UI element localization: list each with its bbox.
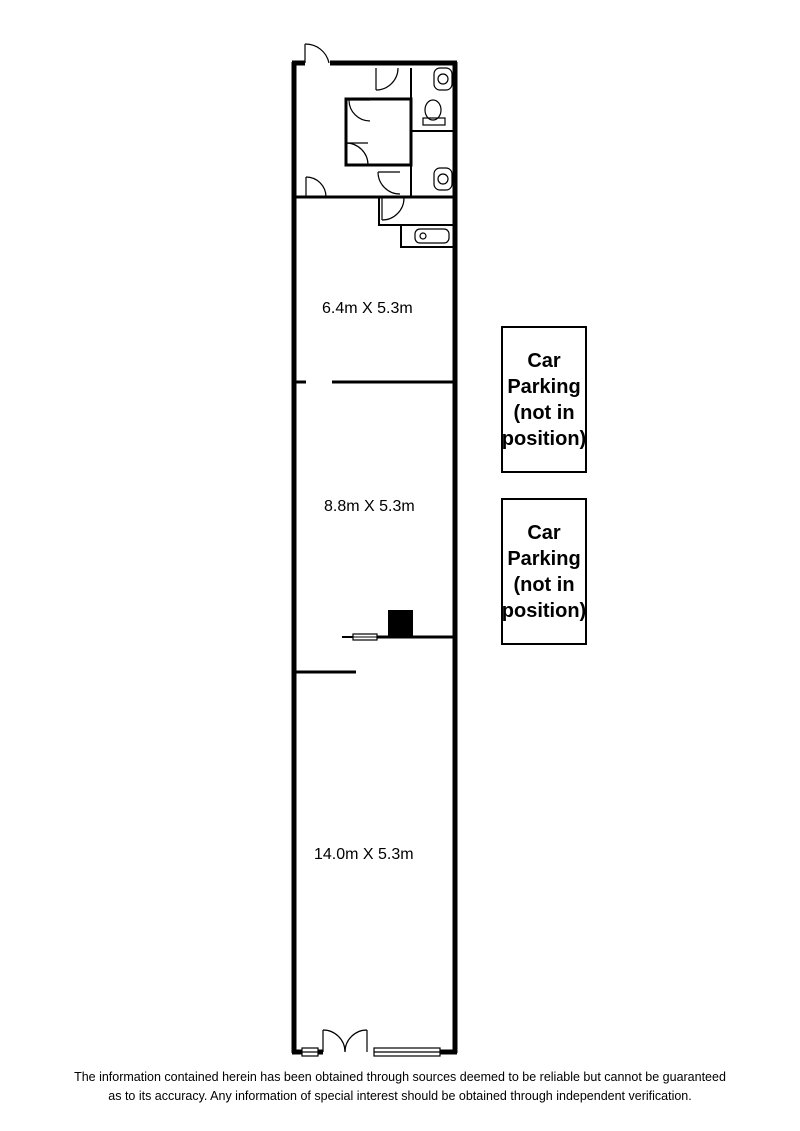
room-label-front: 14.0m X 5.3m: [314, 846, 414, 863]
sink: [414, 228, 450, 244]
disclaimer-line-2: as to its accuracy. Any information of s…: [108, 1089, 692, 1103]
internal-doors: [305, 67, 405, 221]
parking-line: position): [501, 599, 587, 622]
room-label-middle: 8.8m X 5.3m: [324, 498, 415, 515]
basin-top: [433, 67, 453, 91]
kitchenette-cupboard: [378, 196, 456, 226]
room-dividers: [294, 380, 455, 674]
column: [388, 610, 413, 637]
parking-line: (not in: [513, 573, 575, 596]
front-entry: [301, 1029, 441, 1057]
parking-line: Car: [527, 521, 561, 544]
parking-line: position): [501, 427, 587, 450]
front-double-door: [322, 1029, 368, 1053]
parking-line: Parking: [507, 547, 581, 570]
parking-line: Car: [527, 349, 561, 372]
disclaimer-line-1: The information contained herein has bee…: [74, 1070, 726, 1084]
car-parking-box-2: Car Parking (not in position): [501, 498, 587, 645]
outer-walls: [291, 60, 458, 1055]
basin-lower: [433, 167, 453, 191]
toilet: [422, 99, 446, 126]
sink-bench: [400, 224, 456, 248]
parking-line: (not in: [513, 401, 575, 424]
room-label-rear: 6.4m X 5.3m: [322, 300, 413, 317]
parking-line: Parking: [507, 375, 581, 398]
bathroom-walls: [294, 68, 456, 248]
fixtures: [414, 67, 453, 244]
car-parking-box-1: Car Parking (not in position): [501, 326, 587, 473]
store-room: [344, 97, 413, 167]
rear-door: [304, 43, 330, 64]
